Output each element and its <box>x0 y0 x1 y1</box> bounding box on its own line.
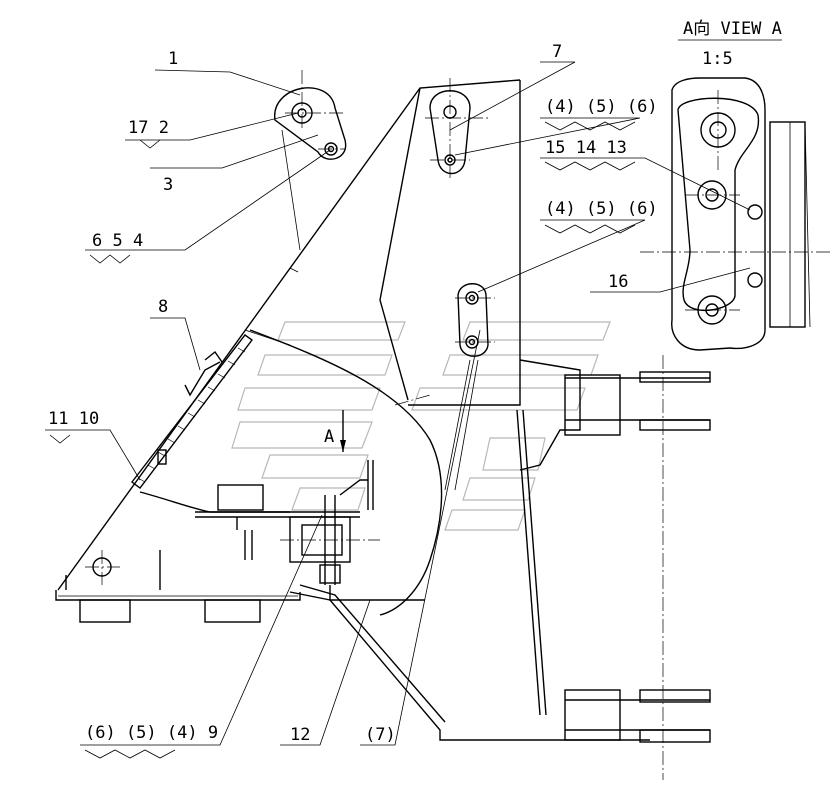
link-part-middle <box>444 283 495 491</box>
label-16: 16 <box>608 272 628 292</box>
leader-lines <box>45 61 751 746</box>
view-marker-a: A <box>324 427 334 447</box>
view-a-arrow: A <box>324 410 346 452</box>
label-4-5-6-upper: (4) (5) (6) <box>545 97 658 117</box>
label-11-10: 11 10 <box>48 409 99 429</box>
label-4-5-6-middle: (4) (5) (6) <box>545 199 658 219</box>
label-17-2: 17 2 <box>128 118 169 138</box>
label-1: 1 <box>168 49 178 69</box>
label-3: 3 <box>163 175 173 195</box>
link-part-1 <box>274 70 347 273</box>
balloon-labels: 1 17 2 3 6 5 4 7 (4) (5) (6) 15 14 13 (4… <box>48 42 658 745</box>
main-frame <box>55 79 711 780</box>
label-6-5-4: 6 5 4 <box>92 231 143 251</box>
watermark-logo <box>231 321 611 531</box>
label-underlines <box>49 121 636 759</box>
label-12: 12 <box>290 725 310 745</box>
view-title: A向 VIEW A <box>683 19 782 39</box>
label-8: 8 <box>158 297 168 317</box>
view-scale: 1:5 <box>702 49 733 69</box>
label-7: 7 <box>552 42 562 62</box>
label-6-5-4-9: (6) (5) (4) 9 <box>85 723 218 743</box>
shaft-assembly <box>195 460 425 601</box>
label-15-14-13: 15 14 13 <box>545 138 627 158</box>
view-a-detail: A向 VIEW A 1:5 <box>640 19 830 351</box>
label-7-lower: (7) <box>365 725 396 745</box>
link-part-7 <box>425 78 490 178</box>
wear-plate <box>131 334 253 489</box>
